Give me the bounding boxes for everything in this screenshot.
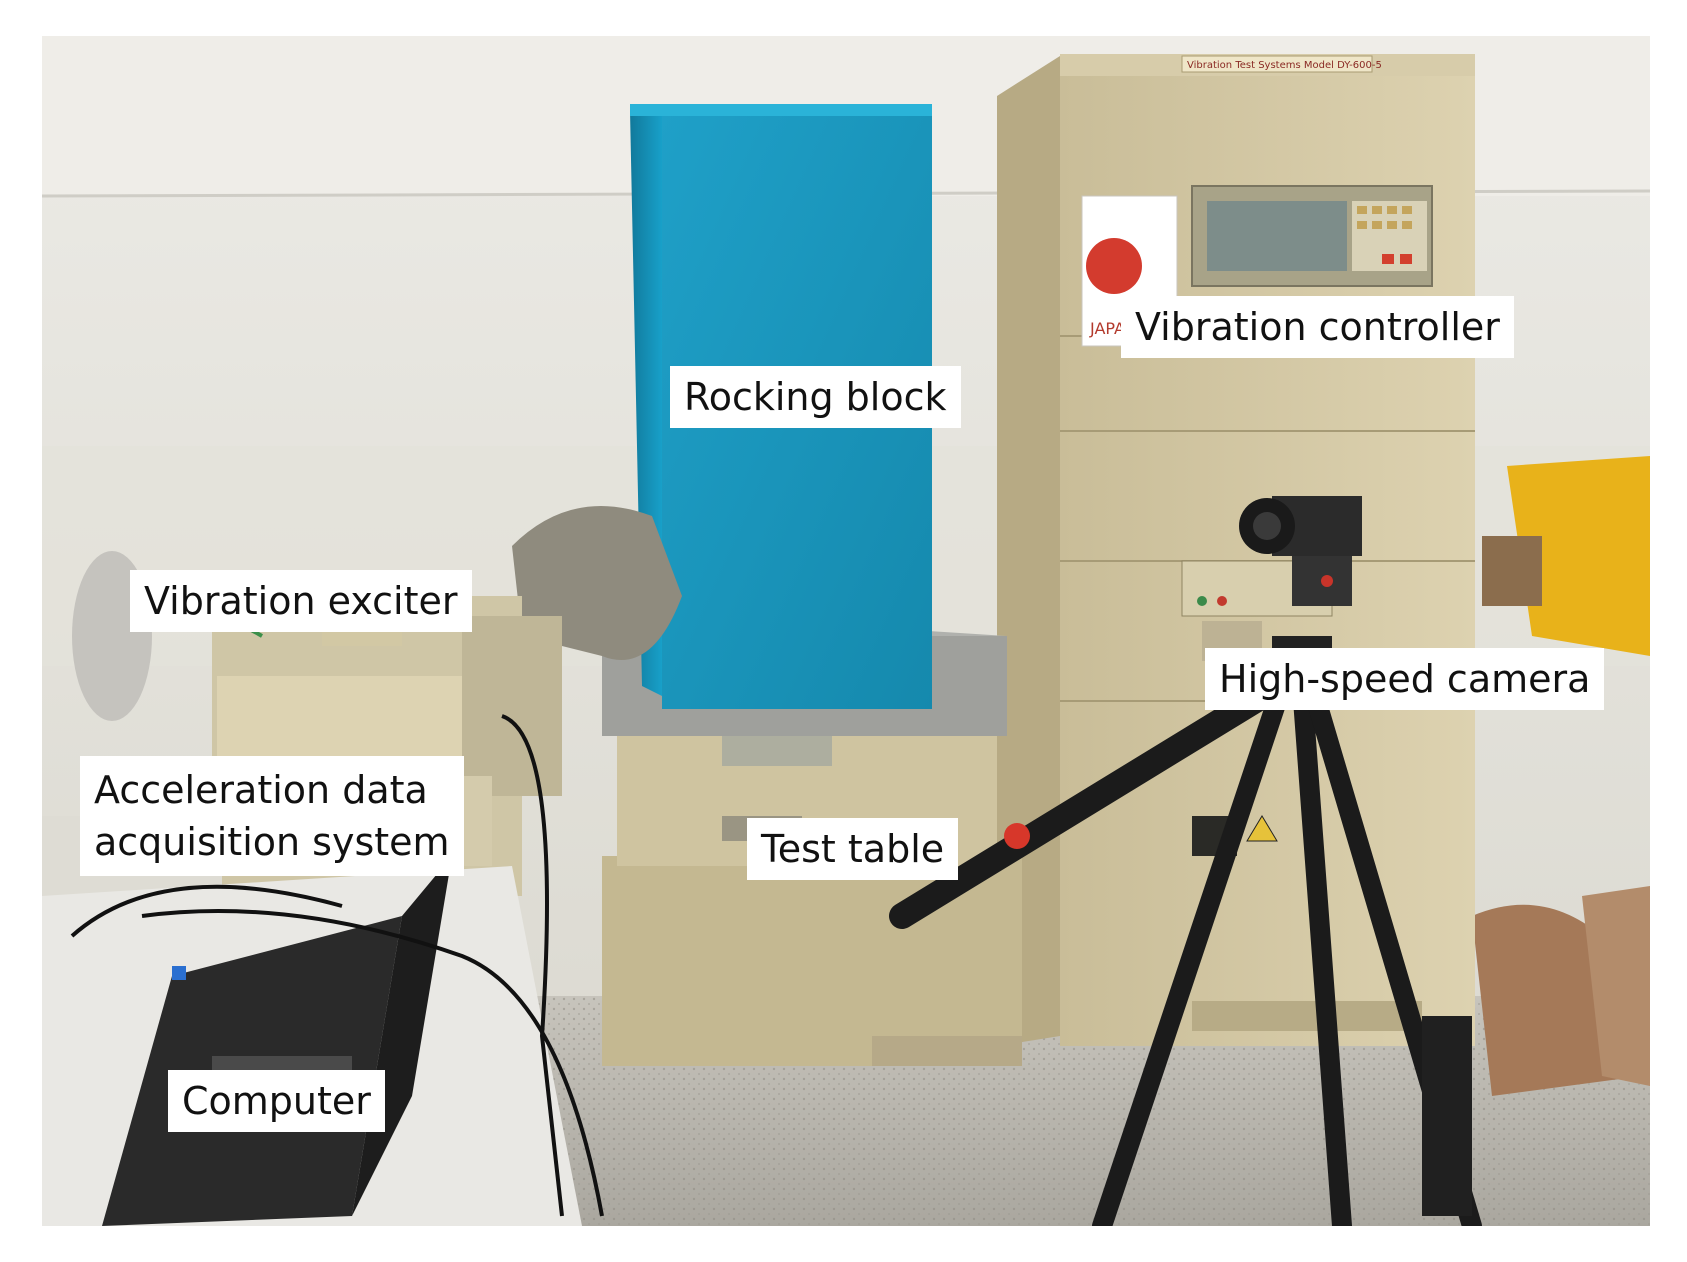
cabinet-model-plate: Vibration Test Systems Model DY-600-5: [1187, 60, 1382, 71]
vibration-controller-cabinet: JAPAN Vibration Test Systems Model DY-60…: [997, 54, 1475, 1046]
acceleration-daq-label-line1: Acceleration data: [94, 768, 428, 812]
computer-label: Computer: [168, 1070, 385, 1132]
test-table-label: Test table: [747, 818, 959, 880]
tripod: [889, 676, 1482, 1226]
yellow-bag: [1507, 456, 1650, 656]
rocking-block-label: Rocking block: [670, 366, 961, 428]
high-speed-camera-label: High-speed camera: [1205, 648, 1605, 710]
cabinet-logo-icon: [1086, 238, 1142, 294]
acceleration-daq-label-line2: acquisition system: [94, 820, 450, 864]
vibration-exciter-label: Vibration exciter: [130, 570, 472, 632]
acceleration-daq-label: Acceleration data acquisition system: [80, 756, 464, 876]
vibration-controller-label: Vibration controller: [1121, 296, 1514, 358]
high-speed-camera: [1239, 496, 1362, 686]
